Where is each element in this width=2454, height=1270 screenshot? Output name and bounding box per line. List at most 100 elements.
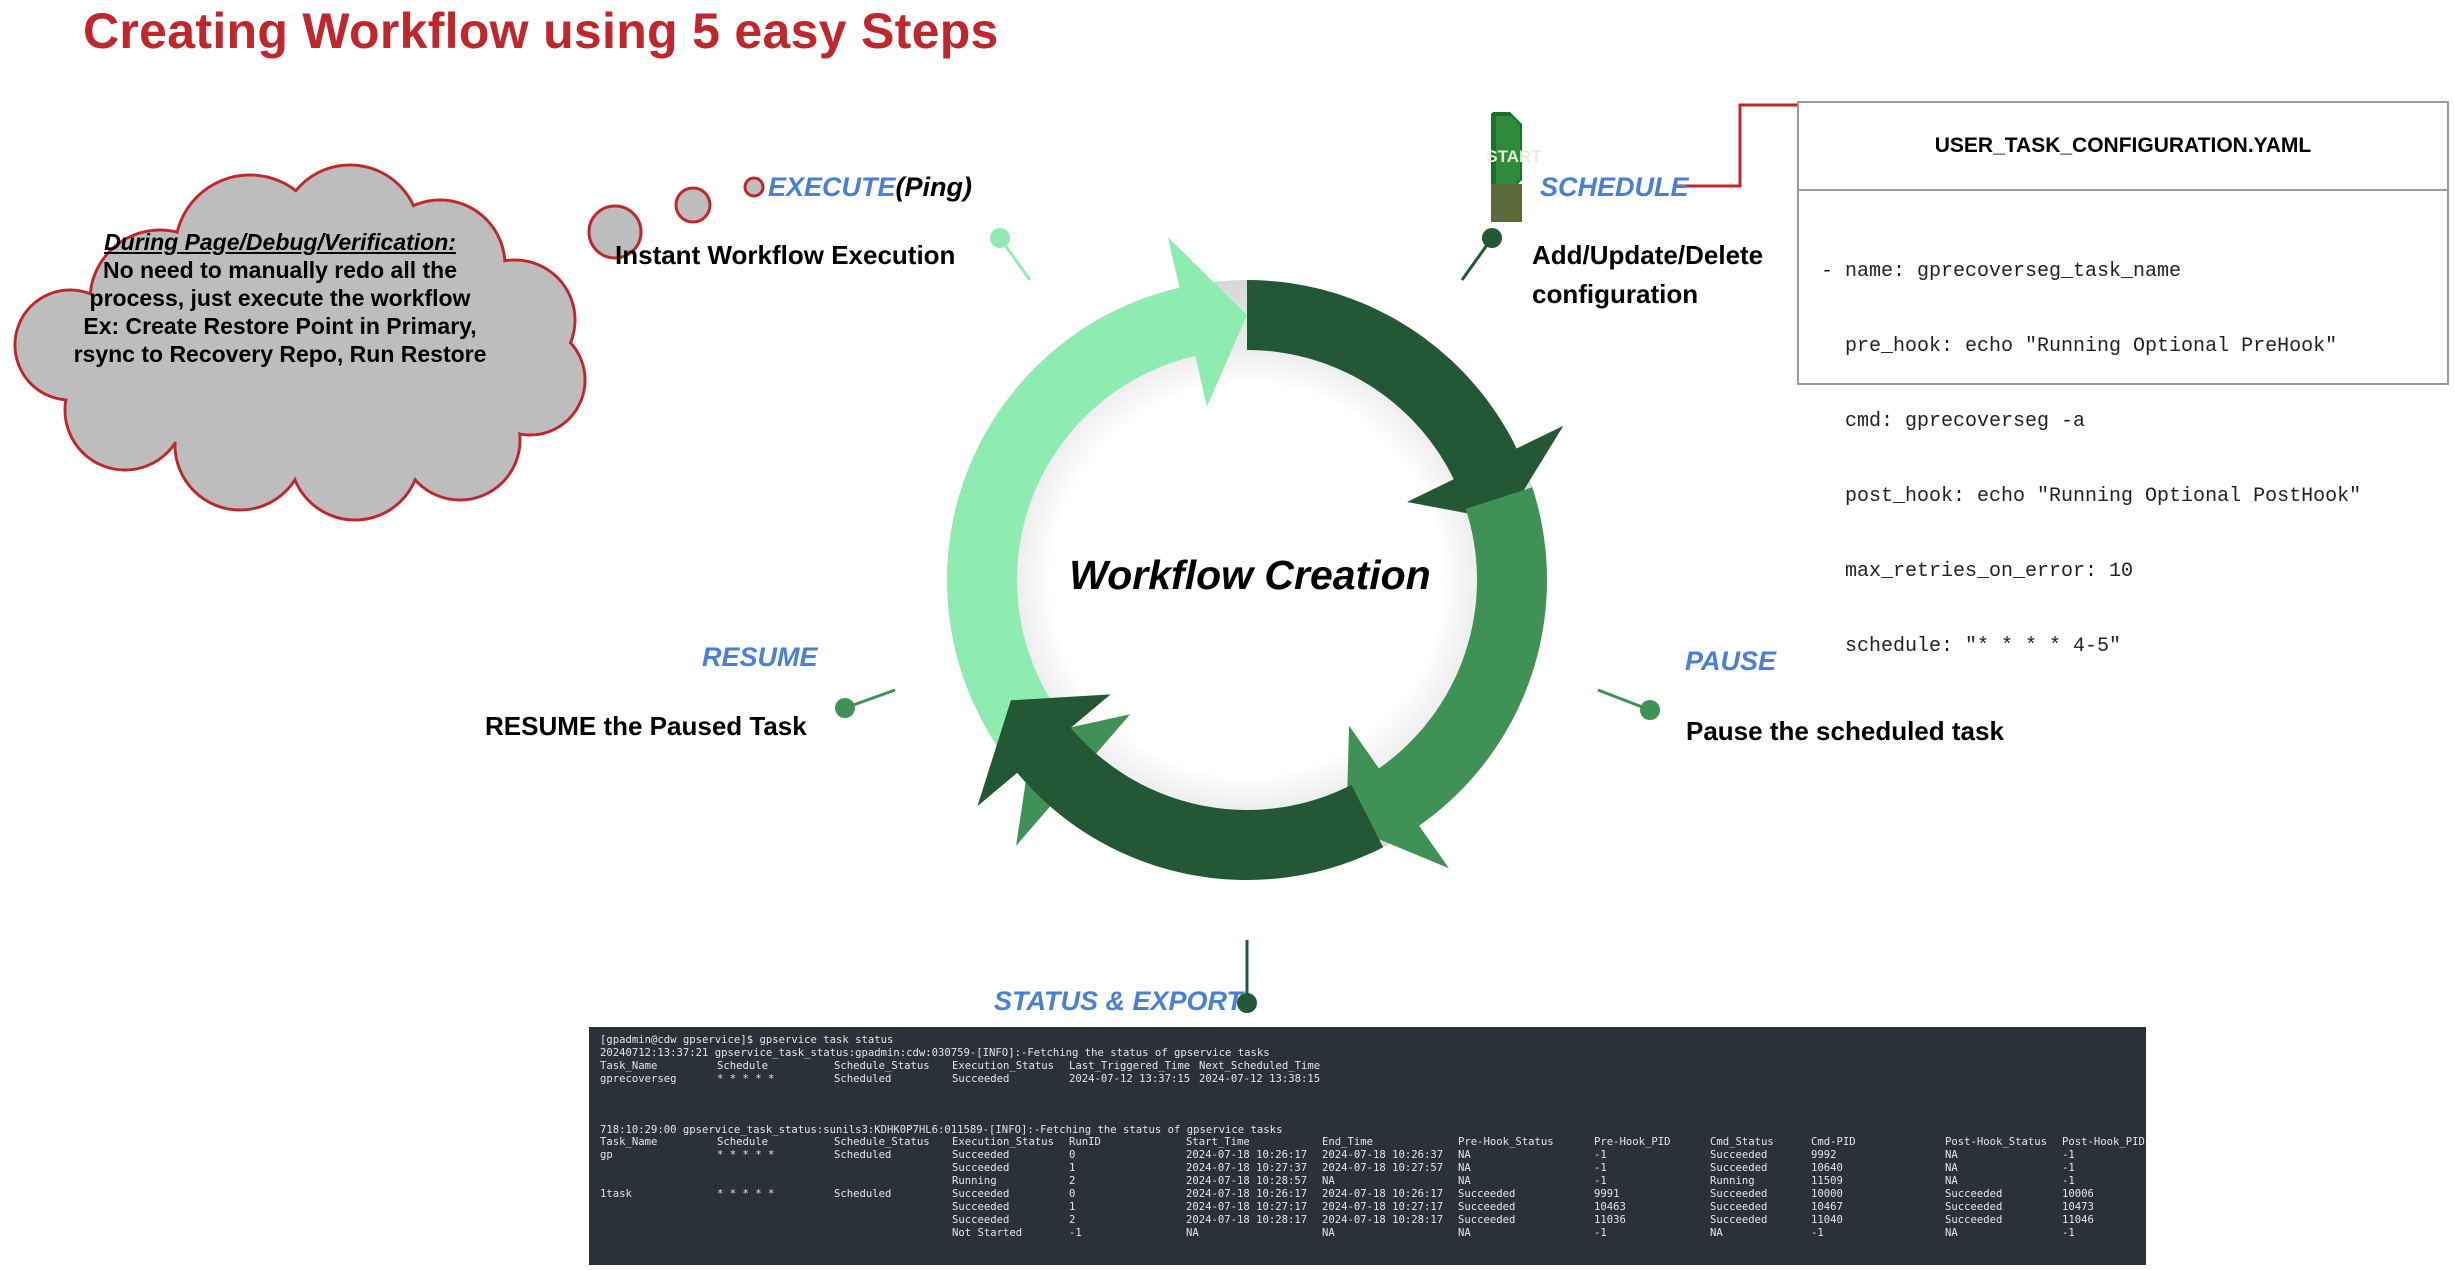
table-cell: NA [1458, 1226, 1471, 1239]
table-cell: 10640 [1811, 1162, 1843, 1175]
schedule-description-line: configuration [1532, 279, 1699, 309]
table-cell: Running [952, 1175, 997, 1188]
cloud-line: Ex: Create Restore Point in Primary, rsy… [73, 313, 487, 367]
table-cell: 2024-07-12 13:37:15 [1069, 1072, 1191, 1085]
table-cell: Succeeded [1458, 1200, 1516, 1213]
table-cell: NA [1945, 1175, 1958, 1188]
table-cell: 1 [1069, 1200, 1076, 1213]
cloud-note: During Page/Debug/Verification: No need … [55, 228, 505, 368]
status-dot [1237, 993, 1257, 1013]
table-cell: 11509 [1811, 1175, 1843, 1188]
page-title: Creating Workflow using 5 easy Steps [83, 3, 999, 59]
execute-description: Instant Workflow Execution [615, 240, 956, 270]
yaml-config-box: USER_TASK_CONFIGURATION.YAML - name: gpr… [1797, 101, 2449, 658]
start-sign-icon: START [1486, 112, 1542, 222]
table-header-cell: Post-Hook_PID [2062, 1136, 2145, 1149]
table-cell: Succeeded [1710, 1213, 1768, 1226]
table-cell: Succeeded [952, 1188, 1010, 1201]
table-cell: 0 [1069, 1188, 1076, 1201]
table-cell: Succeeded [1458, 1213, 1516, 1226]
table-cell: Succeeded [952, 1213, 1010, 1226]
table-header-cell: Cmd_Status [1710, 1136, 1774, 1149]
table-header-cell: Last_Triggered_Time [1069, 1059, 1191, 1072]
table-cell: Succeeded [1710, 1188, 1768, 1201]
table-cell: 10473 [2062, 1200, 2094, 1213]
yaml-line: max_retries_on_error: 10 [1821, 560, 2134, 583]
execute-label-paren: (Ping) [895, 172, 973, 202]
table-header-cell: Pre-Hook_PID [1594, 1136, 1671, 1149]
table-header-cell: Task_Name [600, 1136, 658, 1149]
table-cell: 2024-07-18 10:28:57 [1186, 1175, 1308, 1188]
table-cell: -1 [1594, 1149, 1607, 1162]
table-cell: Succeeded [952, 1200, 1010, 1213]
table-cell: -1 [1069, 1226, 1082, 1239]
pause-arrow [1346, 487, 1547, 869]
table-header-cell: Execution_Status [952, 1136, 1055, 1149]
table-header-cell: Next_Scheduled_Time [1199, 1059, 1321, 1072]
table-cell: NA [1945, 1149, 1958, 1162]
table-cell: 9991 [1594, 1188, 1620, 1201]
execute-label: EXECUTE(Ping) [768, 172, 972, 203]
center-label: Workflow Creation [1069, 552, 1431, 598]
yaml-body: - name: gprecoverseg_task_name pre_hook:… [1799, 191, 2447, 709]
table-cell: -1 [2062, 1175, 2075, 1188]
yaml-line: pre_hook: echo "Running Optional PreHook… [1821, 335, 2338, 358]
table-cell: Succeeded [1710, 1162, 1768, 1175]
table-cell: Scheduled [834, 1149, 892, 1162]
table-cell: Not Started [952, 1226, 1023, 1239]
table-cell: gprecoverseg [600, 1072, 677, 1085]
schedule-description-line: Add/Update/Delete [1532, 240, 1764, 270]
table-cell: * * * * * [717, 1188, 775, 1201]
table-cell: 2024-07-18 10:27:17 [1186, 1200, 1308, 1213]
execute-label-main: EXECUTE [768, 172, 896, 202]
table-header-cell: Cmd-PID [1811, 1136, 1856, 1149]
table-cell: 2024-07-18 10:26:37 [1322, 1149, 1444, 1162]
table-cell: gp [600, 1149, 613, 1162]
table-cell: Succeeded [1945, 1213, 2003, 1226]
table-header-cell: Schedule [717, 1059, 769, 1072]
table-cell: NA [1186, 1226, 1199, 1239]
yaml-line: - name: gprecoverseg_task_name [1821, 260, 2182, 283]
yaml-filename: USER_TASK_CONFIGURATION.YAML [1799, 103, 2447, 191]
table-cell: Scheduled [834, 1188, 892, 1201]
resume-label: RESUME [702, 642, 818, 672]
cycle-arrows [947, 237, 1564, 880]
table-cell: 2024-07-18 10:27:37 [1186, 1162, 1308, 1175]
table-cell: 2024-07-18 10:27:57 [1322, 1162, 1444, 1175]
resume-dot [835, 698, 855, 718]
table-header-cell: Execution_Status [952, 1059, 1055, 1072]
schedule-arrow [1247, 280, 1564, 521]
terminal-log: 718:10:29:00 gpservice_task_status:sunil… [600, 1123, 1283, 1136]
table-header-cell: Pre-Hook_Status [1458, 1136, 1554, 1149]
table-cell: 11040 [1811, 1213, 1843, 1226]
status-label: STATUS & EXPORT [994, 986, 1244, 1016]
table-cell: NA [1710, 1226, 1723, 1239]
table-cell: 10006 [2062, 1188, 2094, 1201]
table-cell: Succeeded [1458, 1188, 1516, 1201]
table-header-cell: Schedule [717, 1136, 769, 1149]
table-cell: -1 [2062, 1162, 2075, 1175]
status-arrow [977, 694, 1384, 880]
terminal-log: 20240712:13:37:21 gpservice_task_status:… [600, 1046, 1270, 1059]
table-cell: NA [1945, 1226, 1958, 1239]
cloud-heading: During Page/Debug/Verification: [104, 229, 456, 255]
table-header-cell: Start_Time [1186, 1136, 1250, 1149]
yaml-line: post_hook: echo "Running Optional PostHo… [1821, 485, 2362, 508]
table-cell: * * * * * [717, 1072, 775, 1085]
terminal-output: [gpadmin@cdw gpservice]$ gpservice task … [589, 1027, 2146, 1265]
table-cell: 10467 [1811, 1200, 1843, 1213]
table-header-cell: Schedule_Status [834, 1059, 930, 1072]
table-header-cell: End_Time [1322, 1136, 1374, 1149]
schedule-dot [1482, 228, 1502, 248]
table-cell: NA [1322, 1226, 1335, 1239]
table-cell: Succeeded [1710, 1149, 1768, 1162]
